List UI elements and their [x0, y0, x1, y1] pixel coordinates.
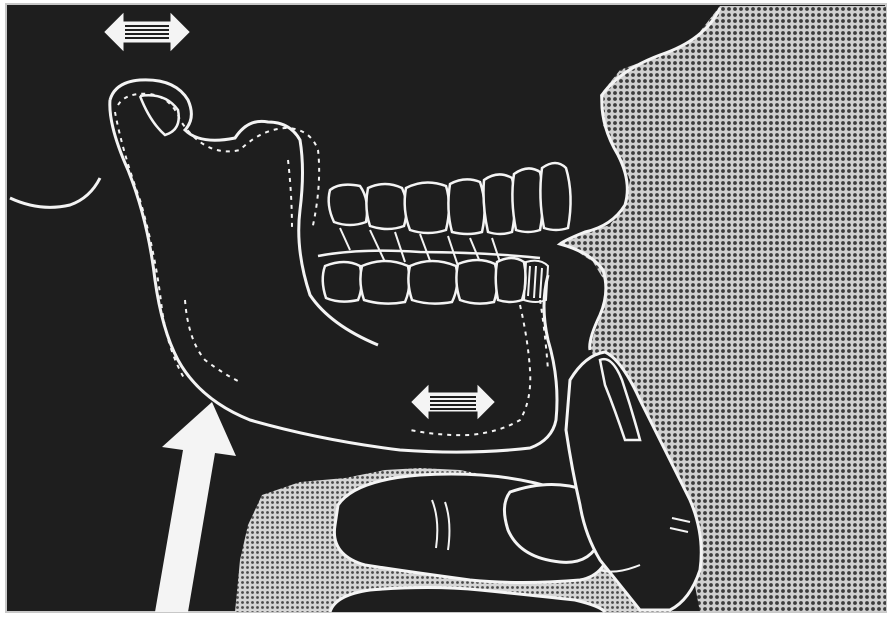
lower-teeth — [323, 258, 526, 304]
